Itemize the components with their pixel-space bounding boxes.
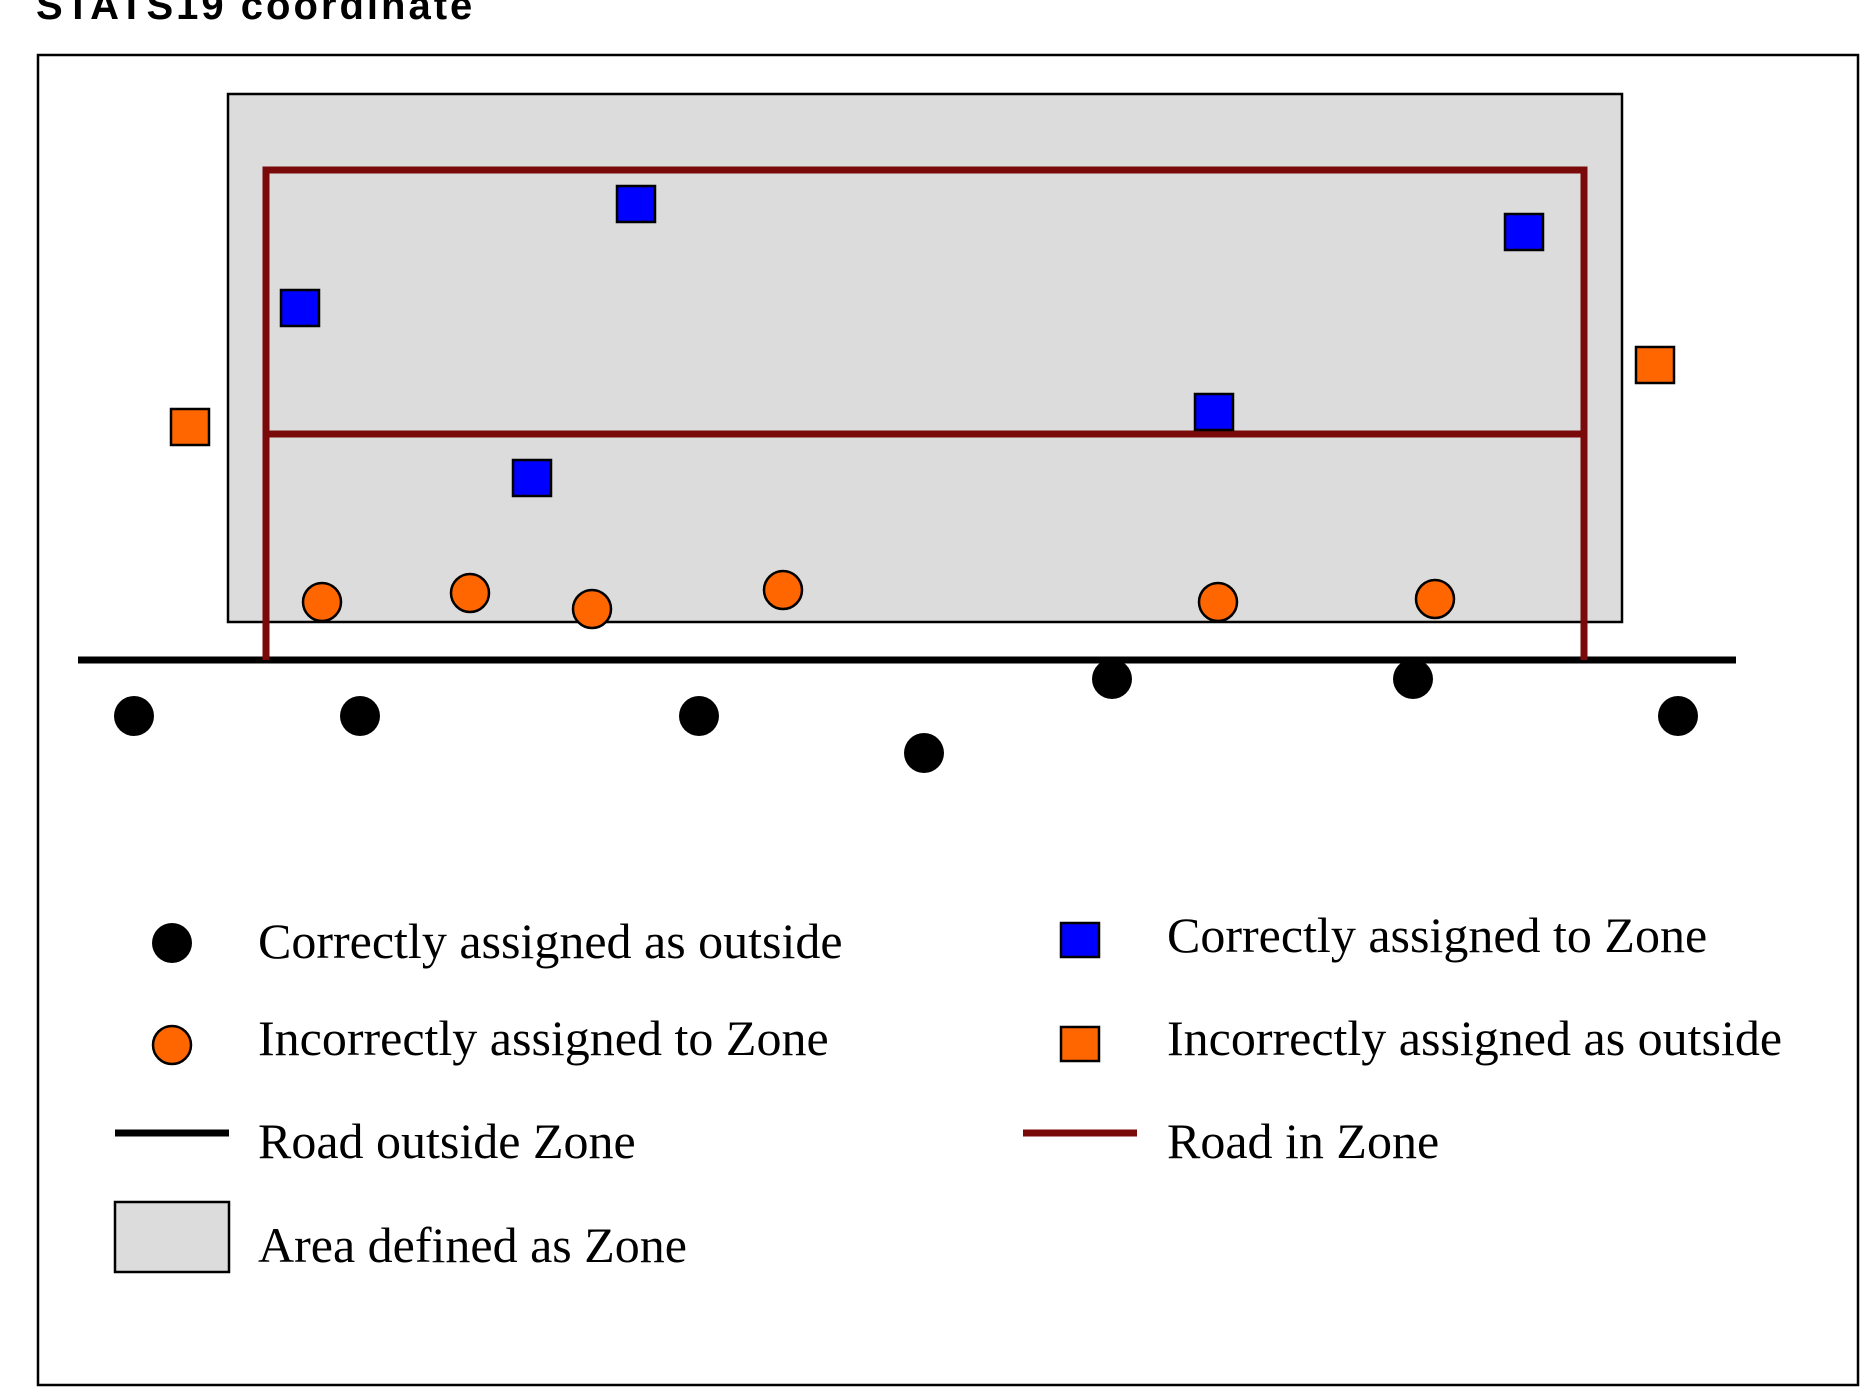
incorrect-zone-markers [301,569,1456,630]
black-circle-icon [152,923,192,963]
legend-item-correctly-outside: Correctly assigned as outside [152,913,843,969]
orange-circle-icon [151,1024,193,1066]
orange-circle-icon [449,572,491,614]
legend-label: Incorrectly assigned to Zone [258,1010,829,1066]
legend-label: Incorrectly assigned as outside [1167,1010,1782,1066]
blue-square-icon [1059,921,1101,959]
blue-square-icon [511,458,553,498]
orange-circle-icon [571,588,613,630]
legend-label: Road outside Zone [258,1113,636,1169]
orange-circle-icon [301,581,343,623]
legend-item-road-in: Road in Zone [1023,1113,1439,1169]
blue-square-icon [615,184,657,224]
blue-square-icon [1193,392,1235,432]
legend-label: Correctly assigned as outside [258,913,843,969]
blue-square-icon [279,288,321,328]
orange-circle-icon [762,569,804,611]
legend-item-incorrectly-outside: Incorrectly assigned as outside [1059,1010,1782,1066]
zone-area [226,92,1624,624]
orange-circle-icon [1414,578,1456,620]
black-circle-icon [340,696,380,736]
legend: Correctly assigned as outside Correctly … [113,907,1782,1274]
black-circle-icon [904,733,944,773]
correct-outside-markers [114,659,1698,773]
legend-label: Road in Zone [1167,1113,1439,1169]
black-circle-icon [114,696,154,736]
legend-item-incorrectly-zone: Incorrectly assigned to Zone [151,1010,829,1066]
legend-item-road-outside: Road outside Zone [115,1113,636,1169]
zone-area-swatch [113,1200,231,1274]
legend-label: Area defined as Zone [258,1217,687,1273]
legend-item-area-zone: Area defined as Zone [113,1200,687,1274]
figure-frame [36,53,1860,1387]
figure-heading: STATS19 coordinate [36,0,476,28]
orange-square-icon [1634,345,1676,385]
black-circle-icon [679,696,719,736]
black-circle-icon [1092,659,1132,699]
orange-circle-icon [1197,581,1239,623]
road-in-zone-loop [262,166,1588,660]
legend-label: Correctly assigned to Zone [1167,907,1707,963]
incorrect-outside-markers [169,345,1676,447]
black-circle-icon [1393,659,1433,699]
blue-square-icon [1503,212,1545,252]
road-in-zone-network [262,166,1588,660]
legend-item-correctly-zone: Correctly assigned to Zone [1059,907,1707,963]
correct-zone-markers [279,184,1545,498]
orange-square-icon [169,407,211,447]
black-circle-icon [1658,696,1698,736]
orange-square-icon [1059,1025,1101,1063]
